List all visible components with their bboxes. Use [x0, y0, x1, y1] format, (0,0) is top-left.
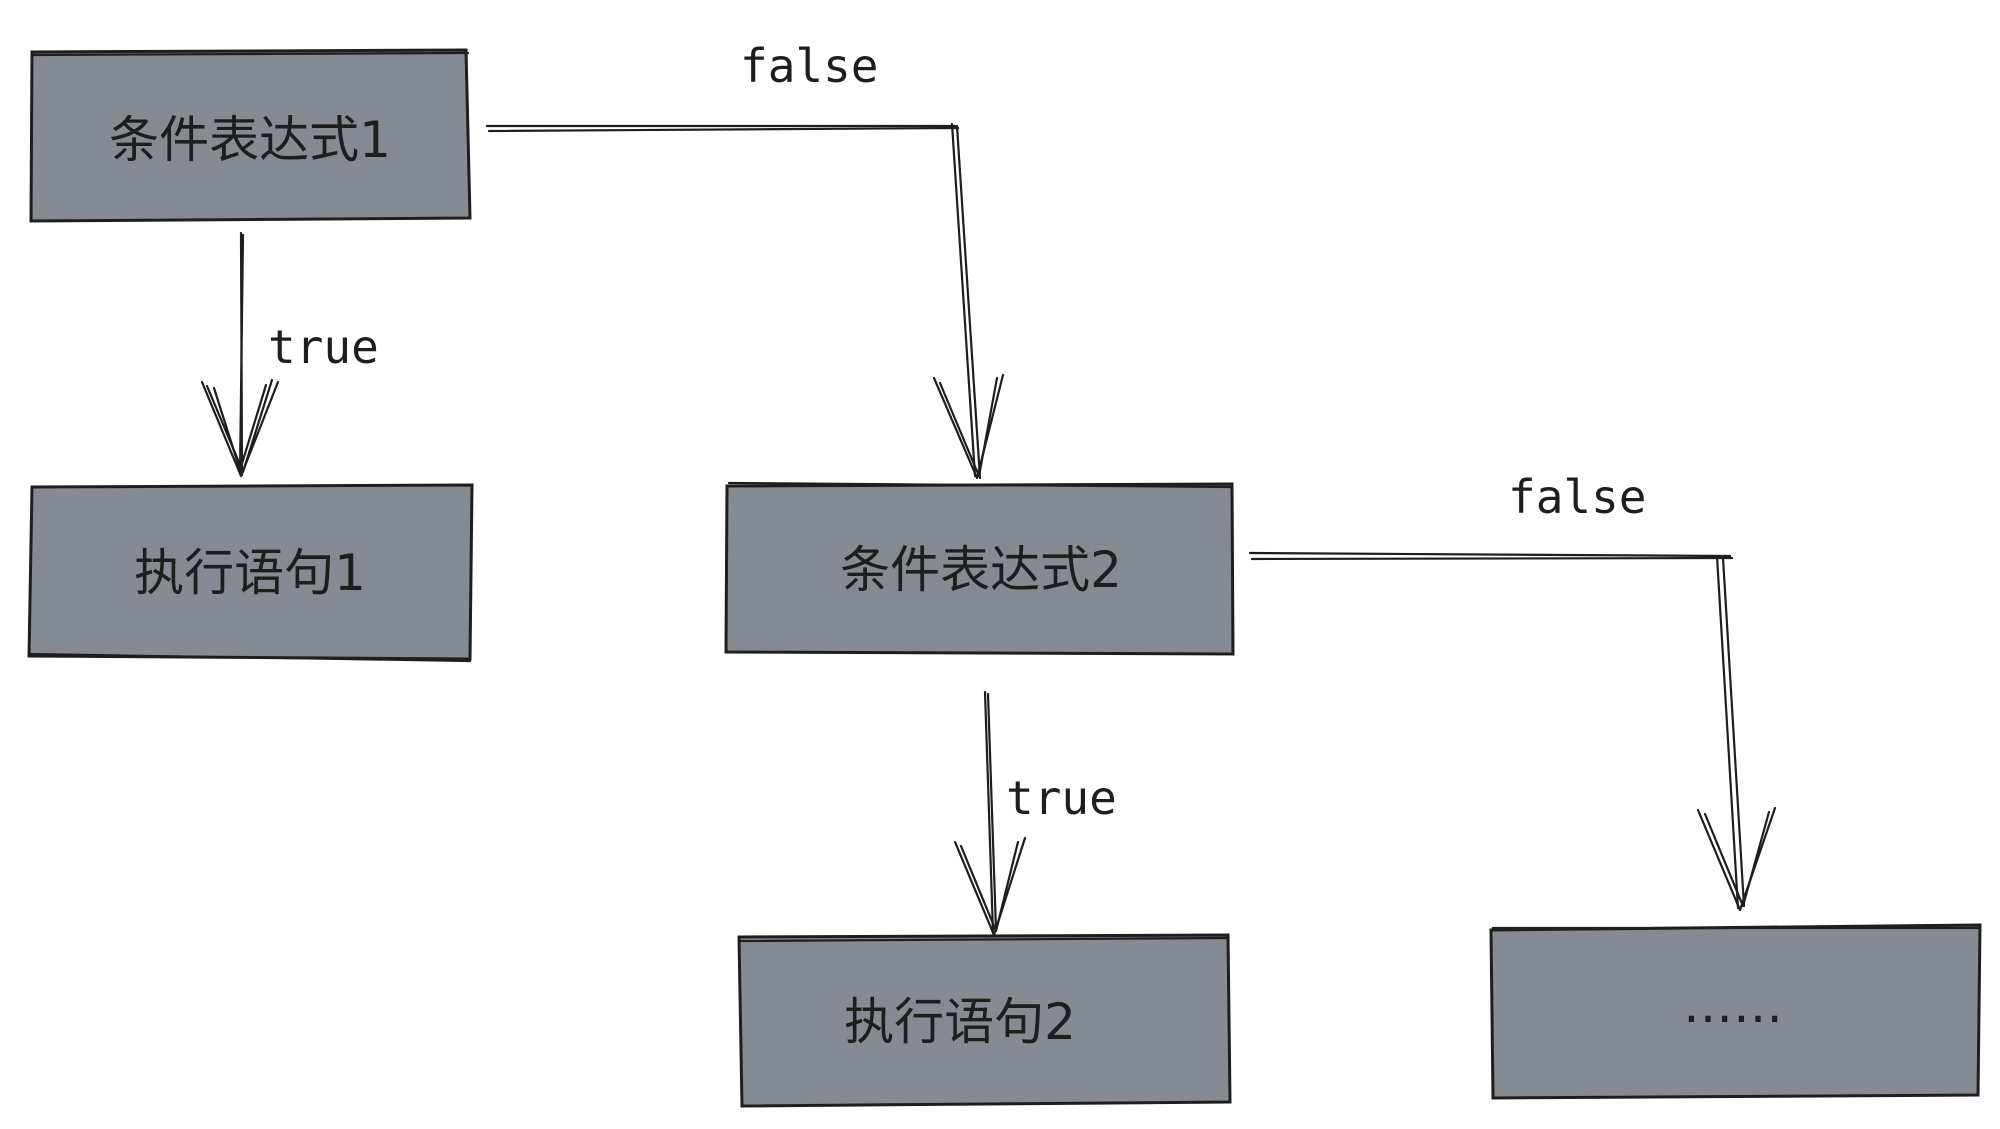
node-statement-2-label: 执行语句2 — [844, 993, 1076, 1051]
edge-condition-2-false: false — [1248, 470, 1777, 912]
node-condition-1-label: 条件表达式1 — [109, 111, 391, 169]
node-statement-2[interactable]: 执行语句2 — [737, 933, 1232, 1108]
edge-condition-2-true: true — [953, 690, 1117, 937]
edge-condition-1-true: true — [200, 231, 379, 478]
edge-condition-2-true-label: true — [1006, 771, 1117, 825]
node-ellipsis-label: …… — [1683, 976, 1783, 1034]
node-condition-1[interactable]: 条件表达式1 — [29, 48, 472, 223]
edge-condition-1-true-label: true — [268, 320, 379, 374]
node-ellipsis[interactable]: …… — [1489, 923, 1982, 1100]
edge-condition-2-false-label: false — [1508, 470, 1646, 524]
edge-condition-1-false-label: false — [740, 39, 878, 93]
node-condition-2-label: 条件表达式2 — [840, 541, 1122, 599]
node-statement-1[interactable]: 执行语句1 — [27, 483, 474, 663]
node-statement-1-label: 执行语句1 — [134, 544, 366, 602]
edge-condition-1-false: false — [485, 39, 1005, 480]
node-condition-2[interactable]: 条件表达式2 — [724, 481, 1235, 656]
